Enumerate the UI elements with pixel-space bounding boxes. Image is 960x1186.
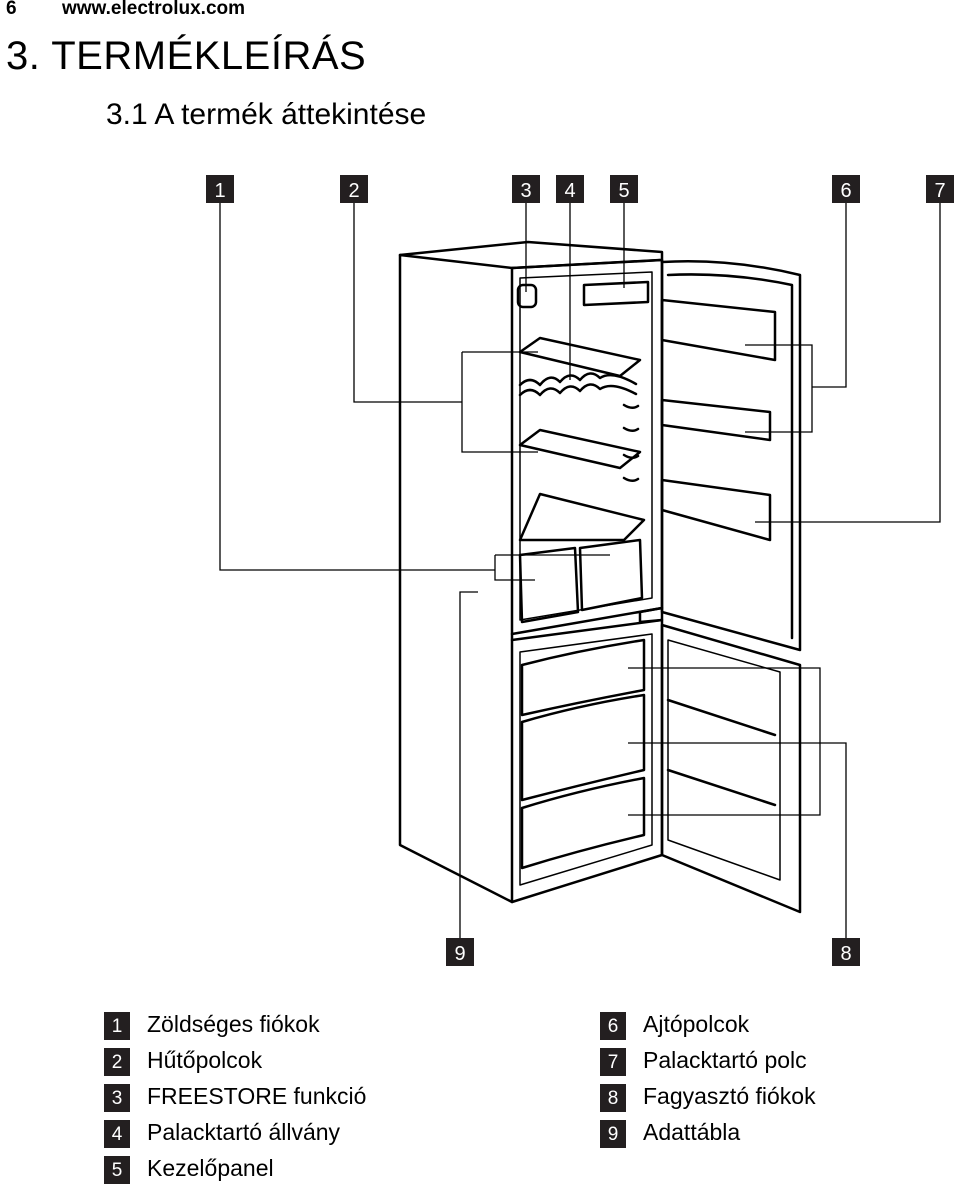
callout-7: 7 bbox=[934, 180, 945, 202]
legend-item-7: Palacktartó polc bbox=[643, 1047, 807, 1073]
page-number: 6 bbox=[6, 0, 17, 19]
fridge-door bbox=[660, 260, 802, 652]
door-shelf bbox=[660, 298, 777, 362]
legend-number: 3 bbox=[104, 1084, 130, 1112]
fridge-compartment bbox=[510, 258, 664, 636]
legend-item-8: Fagyasztó fiókok bbox=[643, 1083, 816, 1109]
callout-2: 2 bbox=[348, 180, 359, 202]
control-panel bbox=[582, 280, 650, 307]
legend-item-5: Kezelőpanel bbox=[147, 1155, 274, 1181]
door-shelf bbox=[660, 478, 772, 542]
legend-number: 8 bbox=[600, 1084, 626, 1112]
legend-item-2: Hűtőpolcok bbox=[147, 1047, 263, 1073]
legend-number: 1 bbox=[104, 1012, 130, 1040]
legend-number: 5 bbox=[104, 1156, 130, 1184]
freestore-fan bbox=[516, 283, 538, 309]
callout-8: 8 bbox=[840, 943, 851, 965]
legend-item-3: FREESTORE funkció bbox=[147, 1083, 367, 1109]
callout-badges: 1 2 3 4 5 6 7 9 8 bbox=[206, 175, 954, 966]
website-link[interactable]: www.electrolux.com bbox=[62, 0, 246, 19]
fridge-diagram: 1 2 3 4 5 6 7 9 8 bbox=[206, 175, 954, 966]
fridge-shelf bbox=[518, 428, 642, 470]
bottle-rack bbox=[518, 372, 638, 387]
legend-item-4: Palacktartó állvány bbox=[147, 1119, 341, 1145]
callout-5: 5 bbox=[618, 180, 629, 202]
legend-number: 7 bbox=[600, 1048, 626, 1076]
callout-9: 9 bbox=[454, 943, 465, 965]
legend-item-6: Ajtópolcok bbox=[643, 1011, 750, 1037]
freezer-drawer bbox=[520, 638, 646, 717]
legend-number: 6 bbox=[600, 1012, 626, 1040]
callout-4: 4 bbox=[564, 180, 575, 202]
legend-number: 9 bbox=[600, 1120, 626, 1148]
legend-number: 4 bbox=[104, 1120, 130, 1148]
legend-item-9: Adattábla bbox=[643, 1119, 741, 1145]
section-title: 3. TERMÉKLEÍRÁS bbox=[6, 34, 367, 78]
callout-6: 6 bbox=[840, 180, 851, 202]
legend-item-1: Zöldséges fiókok bbox=[147, 1011, 320, 1037]
crisper-cover bbox=[518, 492, 646, 542]
freezer-drawer bbox=[520, 693, 646, 802]
legend-number: 2 bbox=[104, 1048, 130, 1076]
door-shelf bbox=[660, 398, 772, 442]
crisper-drawer bbox=[578, 538, 644, 612]
fridge-shelf bbox=[518, 336, 642, 378]
callout-3: 3 bbox=[520, 180, 531, 202]
crisper-drawer bbox=[518, 546, 580, 624]
freezer-drawer bbox=[520, 776, 646, 870]
subsection-title: 3.1 A termék áttekintése bbox=[106, 98, 427, 131]
callout-1: 1 bbox=[214, 180, 225, 202]
freezer-door bbox=[660, 623, 802, 914]
